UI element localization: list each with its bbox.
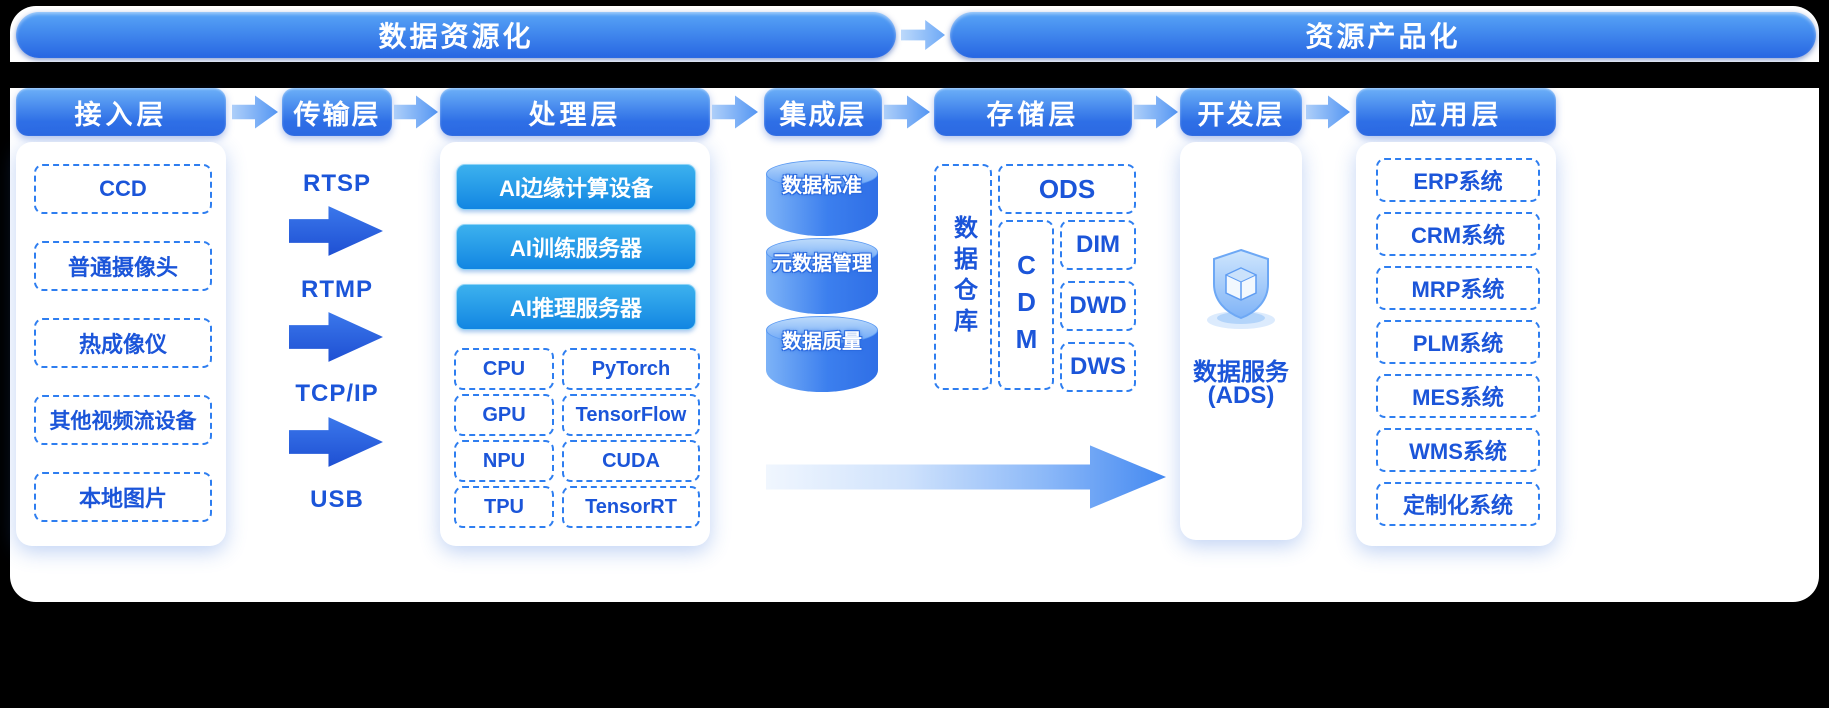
protocol-label: TCP/IP	[295, 380, 379, 407]
layer-header-storage: 存储层	[934, 88, 1132, 136]
framework-box: PyTorch	[562, 348, 700, 390]
access-item: 其他视频流设备	[34, 395, 212, 445]
data-service-shield-icon	[1207, 248, 1275, 329]
app-item: MES系统	[1376, 374, 1540, 418]
ai-server-button: AI训练服务器	[456, 224, 696, 270]
cylinder-label: 数据质量	[782, 331, 862, 353]
develop-layer-card	[1180, 142, 1302, 540]
chip-box: NPU	[454, 440, 554, 482]
database-cylinder-icon: 数据质量	[766, 316, 878, 402]
dwd-box: DWD	[1060, 281, 1136, 331]
chip-box: GPU	[454, 394, 554, 436]
dim-box: DIM	[1060, 220, 1136, 270]
service-name: 数据服务	[1193, 359, 1289, 386]
app-item: 定制化系统	[1376, 482, 1540, 526]
layer-header-access: 接入层	[16, 88, 226, 136]
service-code: (ADS)	[1207, 382, 1275, 409]
app-item: PLM系统	[1376, 320, 1540, 364]
dws-box: DWS	[1060, 342, 1136, 392]
framework-box: TensorRT	[562, 486, 700, 528]
access-item: CCD	[34, 164, 212, 214]
ai-server-button: AI推理服务器	[456, 284, 696, 330]
ods-box: ODS	[998, 164, 1136, 214]
protocol-label: RTMP	[301, 276, 373, 303]
access-item: 本地图片	[34, 472, 212, 522]
layer-header-integration: 集成层	[764, 88, 882, 136]
framework-box: CUDA	[562, 440, 700, 482]
banner-data-resourcification: 数据资源化	[16, 12, 896, 58]
access-item: 普通摄像头	[34, 241, 212, 291]
layer-header-process: 处理层	[440, 88, 710, 136]
cdm-box: CDM	[998, 220, 1054, 390]
database-cylinder-icon: 数据标准	[766, 160, 878, 246]
app-item: WMS系统	[1376, 428, 1540, 472]
chip-box: CPU	[454, 348, 554, 390]
access-item: 热成像仪	[34, 318, 212, 368]
layer-header-application: 应用层	[1356, 88, 1556, 136]
database-cylinder-icon: 元数据管理	[766, 238, 878, 324]
cylinder-label: 数据标准	[782, 175, 862, 197]
app-item: ERP系统	[1376, 158, 1540, 202]
app-item: MRP系统	[1376, 266, 1540, 310]
cylinder-label: 元数据管理	[772, 253, 872, 275]
protocol-label: USB	[310, 486, 364, 513]
layer-header-transport: 传输层	[282, 88, 392, 136]
chip-box: TPU	[454, 486, 554, 528]
layer-header-develop: 开发层	[1180, 88, 1302, 136]
app-item: CRM系统	[1376, 212, 1540, 256]
divider-band	[0, 62, 1829, 88]
ai-server-button: AI边缘计算设备	[456, 164, 696, 210]
framework-box: TensorFlow	[562, 394, 700, 436]
banner-resource-productization: 资源产品化	[950, 12, 1816, 58]
warehouse-box: 数据仓库	[934, 164, 992, 390]
protocol-label: RTSP	[302, 170, 371, 197]
